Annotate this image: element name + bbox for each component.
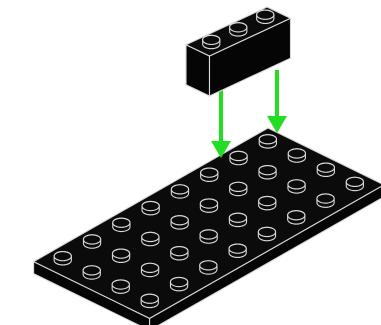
stud [170,245,189,261]
stud [53,250,72,266]
stud [111,279,130,294]
stud [228,212,248,228]
stud [199,260,218,275]
stud [170,215,189,230]
black-brick [184,6,292,97]
stud [111,248,131,263]
stud [140,293,159,309]
stud [287,148,307,163]
stud [258,134,278,149]
stud [199,229,218,244]
stud [202,34,221,50]
stud [82,234,102,249]
stud [229,150,248,166]
stud [82,265,101,280]
stud [258,195,277,211]
stud [141,200,160,216]
stud [170,184,190,199]
black-plate [32,127,381,325]
stud [229,181,248,197]
stud [228,243,247,258]
stud [316,162,336,177]
stud [112,217,131,233]
stud [229,22,248,37]
stud [258,164,277,180]
stud [199,198,219,213]
stud [316,193,335,208]
plate-top-face [32,127,381,320]
stud [200,167,219,182]
stud [141,231,160,247]
stud [169,276,189,292]
stud [287,210,306,225]
stud [287,179,306,194]
stud [257,226,277,242]
down-arrow-icon [267,70,287,133]
stud [256,9,275,25]
stud [345,176,365,192]
stud [140,262,160,278]
